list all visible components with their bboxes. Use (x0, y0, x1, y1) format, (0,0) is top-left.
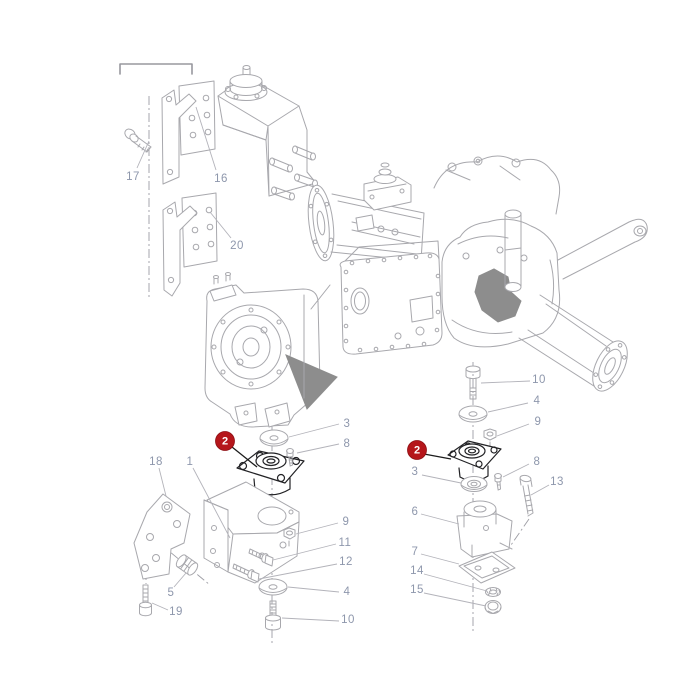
callout-10-11: 10 (341, 614, 355, 626)
part-1-bracket (203, 481, 300, 584)
marker-leader-line (231, 446, 258, 468)
part-11-bolt (248, 548, 274, 567)
part-20-plates (162, 192, 218, 297)
part-3-washer-right (460, 476, 488, 492)
callout-11-8: 11 (339, 537, 352, 549)
part-2-mount-left (236, 450, 305, 496)
callout-4-15: 4 (534, 395, 541, 407)
callout-9-16: 9 (535, 416, 542, 428)
selected-part-marker-1[interactable]: 2 (215, 431, 235, 451)
callout-4-10: 4 (344, 586, 351, 598)
leader-line-9 (496, 423, 530, 437)
leader-line-9 (295, 522, 339, 535)
marker-number: 2 (222, 435, 228, 447)
callout-9-7: 9 (343, 516, 350, 528)
selected-part-marker-2[interactable]: 2 (407, 440, 427, 460)
part-9-nut-left (283, 527, 296, 547)
part-13-bolt (519, 474, 534, 517)
callout-5-12: 5 (168, 587, 175, 599)
top-mount-bracket (217, 65, 318, 201)
pto-housing (204, 272, 338, 428)
right-mount-stack (447, 365, 534, 614)
leader-line-3 (421, 474, 462, 484)
leader-line-10 (480, 380, 531, 384)
part-14-washer (485, 587, 501, 597)
leader-line-11 (272, 543, 337, 561)
part-10-bolt-left (265, 600, 281, 631)
callout-16-1: 16 (214, 173, 228, 185)
left-mount-stack (133, 429, 305, 631)
part-6-bracket (456, 500, 513, 558)
shaded-region-left (285, 354, 338, 410)
part-4-washer-right (458, 405, 488, 423)
rear-axle-assembly (307, 155, 648, 392)
callout-7-21: 7 (412, 546, 419, 558)
callout-3-3: 3 (344, 418, 351, 430)
callout-18-5: 18 (149, 456, 163, 468)
leader-line-18 (158, 467, 167, 497)
leader-line-16 (195, 106, 217, 171)
part-9-nut-right (483, 428, 497, 447)
callout-8-18: 8 (534, 456, 541, 468)
marker-circle[interactable] (215, 431, 235, 451)
leader-lines (136, 106, 550, 622)
leader-line-19 (151, 602, 169, 611)
part-12-bolt (232, 563, 260, 583)
leader-line-14 (423, 573, 488, 592)
leader-line-12 (258, 563, 338, 580)
leader-line-17 (136, 140, 150, 169)
part-4-washer-left (258, 578, 288, 596)
callout-13-19: 13 (550, 476, 564, 488)
leader-line-7 (420, 553, 460, 565)
callout-3-17: 3 (412, 466, 419, 478)
leader-line-13 (530, 484, 550, 496)
mount-pins (269, 145, 318, 201)
callout-6-20: 6 (412, 506, 419, 518)
part-8-screw-left (286, 448, 294, 467)
leader-line-5 (173, 572, 187, 588)
callout-10-14: 10 (532, 374, 546, 386)
part-15-nut (484, 600, 502, 614)
part-19-bolt (139, 584, 152, 617)
leader-line-4 (487, 402, 529, 413)
part-8-screw-right (494, 473, 502, 491)
leader-line-1 (192, 467, 231, 539)
part-17-bolt (124, 128, 152, 153)
callout-20-2: 20 (230, 240, 244, 252)
shaded-region-right (474, 268, 522, 323)
leader-line-8 (296, 443, 340, 454)
callout-1-6: 1 (187, 456, 194, 468)
leader-line-10 (281, 617, 340, 622)
leader-line-20 (209, 211, 232, 239)
leader-line-8 (502, 463, 530, 478)
reference-bracket-symbol (119, 63, 193, 75)
part-2-mount-right (447, 440, 502, 482)
callout-15-23: 15 (410, 584, 424, 596)
part-10-bolt-right (465, 365, 481, 400)
callout-14-22: 14 (410, 565, 424, 577)
callout-17-0: 17 (126, 171, 140, 183)
part-3-washer-left (259, 429, 289, 447)
part-18-plate (133, 493, 191, 580)
leader-line-4 (287, 586, 340, 593)
callout-12-9: 12 (339, 556, 353, 568)
part-16-plates (161, 80, 216, 185)
part-5-spacer (175, 554, 199, 576)
callout-19-13: 19 (169, 606, 183, 618)
selected-part-markers: 22 (215, 431, 452, 468)
marker-leader-line (423, 453, 452, 460)
marker-circle[interactable] (407, 440, 427, 460)
part-7-plate (458, 551, 516, 584)
leader-line-15 (423, 592, 487, 607)
leader-line-6 (420, 513, 460, 525)
callout-8-4: 8 (344, 438, 351, 450)
leader-line-3 (288, 423, 340, 438)
marker-number: 2 (414, 444, 420, 456)
